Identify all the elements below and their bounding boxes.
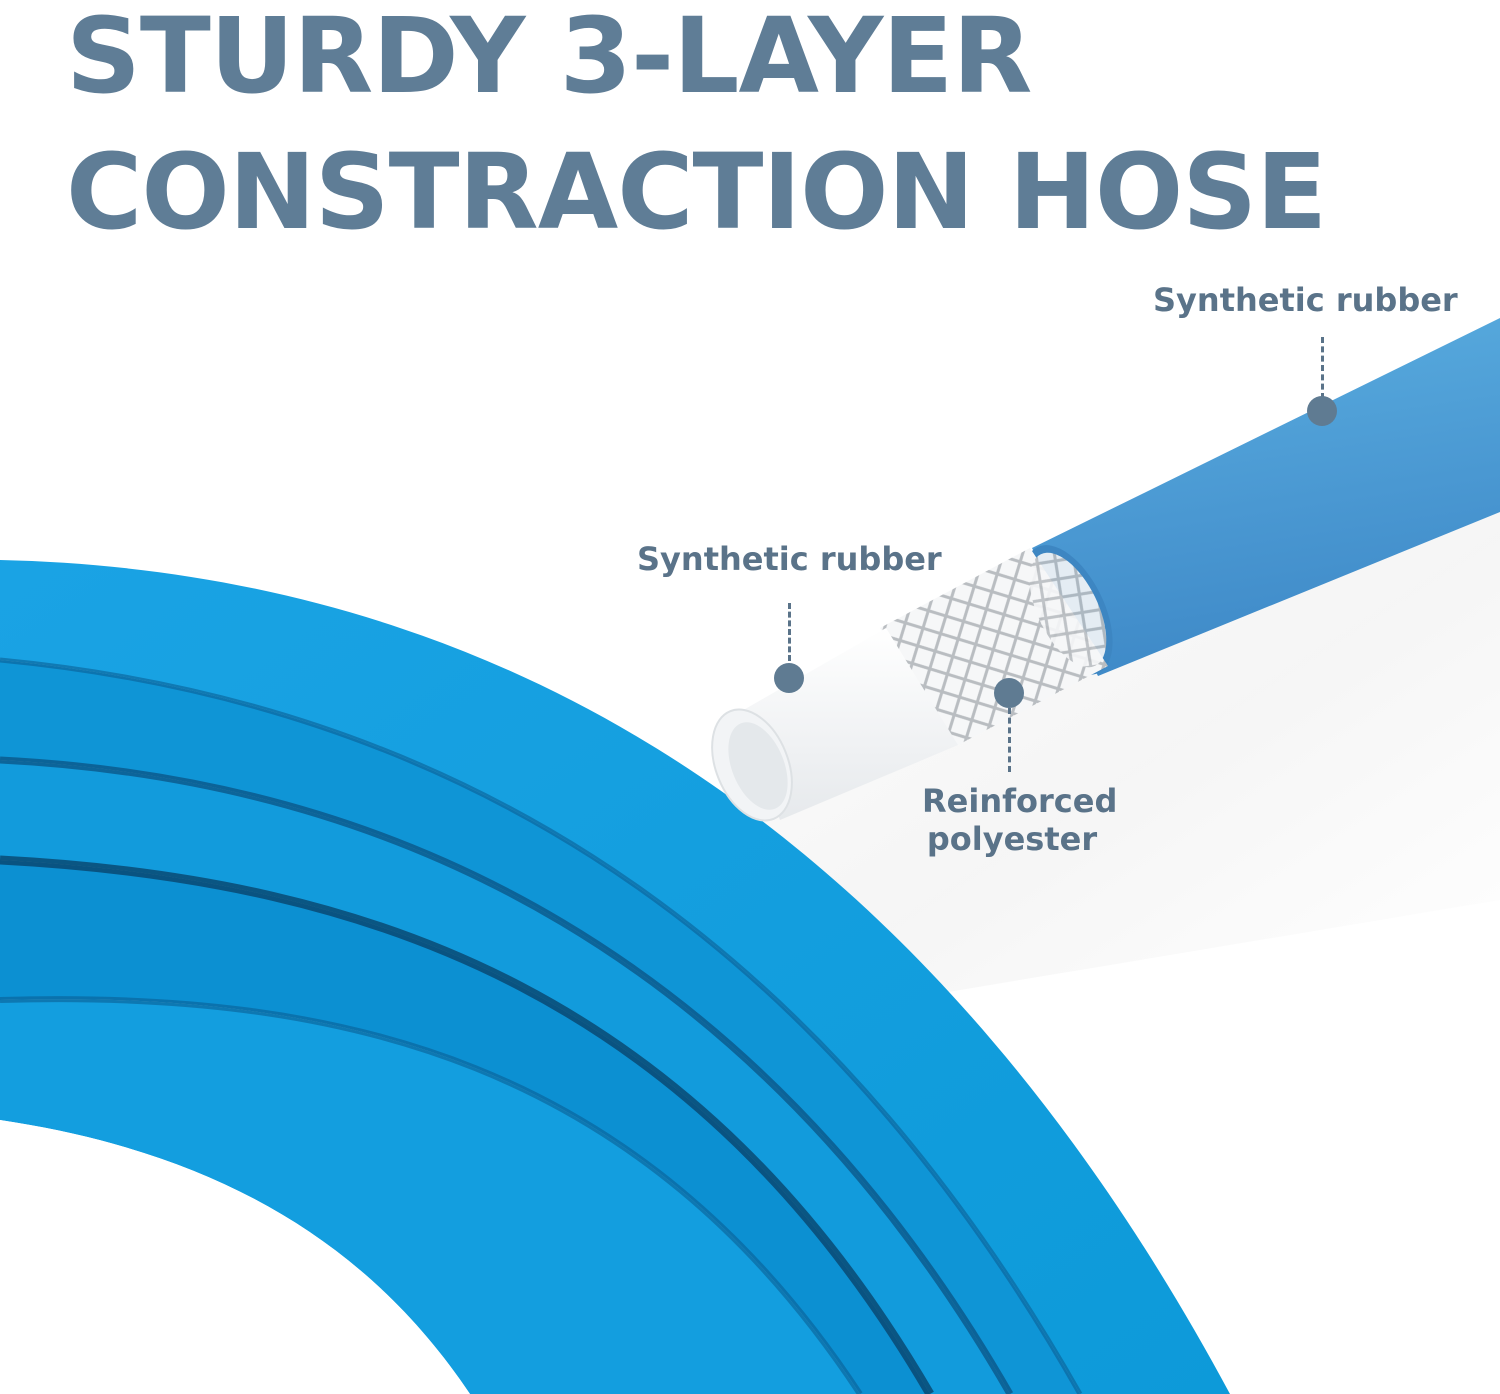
callout-leader-line	[1008, 708, 1011, 772]
callout-label-line-2: polyester	[926, 820, 1098, 858]
inner-rubber-layer	[740, 628, 958, 820]
callout-dot-icon	[774, 663, 804, 693]
callout-dot-icon	[994, 678, 1024, 708]
callout-label-reinforced-polyester: Reinforced polyester	[922, 782, 1118, 858]
callout-leader-line	[1321, 337, 1324, 399]
headline-line-1: STURDY 3-LAYER	[66, 0, 1032, 117]
callout-leader-line	[788, 603, 791, 661]
callout-label-line-1: Reinforced	[922, 782, 1118, 820]
headline: STURDY 3-LAYER CONSTRACTION HOSE	[66, 0, 1327, 260]
headline-line-2: CONSTRACTION HOSE	[66, 131, 1327, 253]
outer-rubber-layer	[1032, 318, 1500, 676]
hose-coil	[0, 560, 1230, 1394]
callout-dot-icon	[1307, 396, 1337, 426]
callout-label-inner-rubber: Synthetic rubber	[637, 540, 942, 578]
callout-label-outer-rubber: Synthetic rubber	[1153, 281, 1458, 319]
hose-cross-section	[711, 318, 1500, 822]
